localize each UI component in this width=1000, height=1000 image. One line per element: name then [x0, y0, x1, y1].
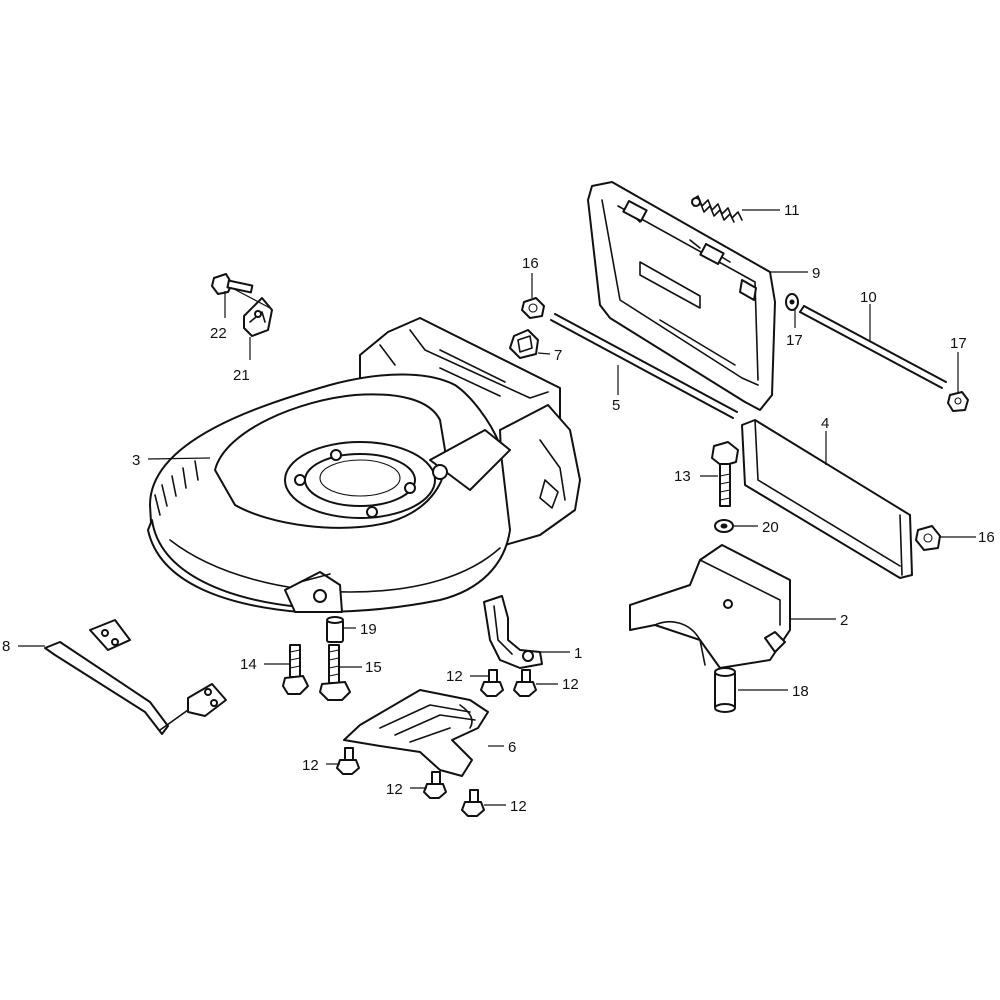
- callout-21: 21: [233, 367, 250, 384]
- rear-flap-part-9: [587, 181, 776, 411]
- bolt-part-22: [211, 273, 254, 295]
- callout-7: 7: [554, 347, 562, 364]
- callout-22: 22: [210, 325, 227, 342]
- callout-6: 6: [508, 739, 516, 756]
- callout-12-e: 12: [510, 798, 527, 815]
- callout-15: 15: [365, 659, 382, 676]
- spring-part-11: [691, 195, 743, 223]
- callout-20: 20: [762, 519, 779, 536]
- flange-bolt-part-12-d: [423, 771, 447, 799]
- callout-12-a: 12: [446, 668, 463, 685]
- callout-12-b: 12: [562, 676, 579, 693]
- callout-8: 8: [2, 638, 10, 655]
- flange-bolt-part-12-a: [480, 669, 504, 697]
- bolt-part-14: [282, 644, 309, 695]
- callout-16-upper: 16: [522, 255, 539, 272]
- callout-3: 3: [132, 452, 140, 469]
- mower-deck-part-3: [147, 317, 581, 613]
- callout-labels: 3 22 21 16 7 5 11 9 17 10 17 4 13 20 16 …: [2, 202, 995, 815]
- callout-4: 4: [821, 415, 829, 432]
- bracket-part-1: [483, 595, 543, 669]
- flap-rod-part-10: [799, 305, 947, 389]
- callout-14: 14: [240, 656, 257, 673]
- flange-bolt-part-12-b: [513, 669, 537, 697]
- washer-part-17-left: [785, 293, 799, 311]
- chute-guard-part-2: [629, 544, 791, 669]
- callout-18: 18: [792, 683, 809, 700]
- callout-12-d: 12: [386, 781, 403, 798]
- washer-part-17-right: [947, 391, 969, 412]
- callout-11: 11: [784, 202, 800, 219]
- bolt-part-15: [319, 644, 351, 701]
- callout-9: 9: [812, 265, 820, 282]
- grommet-part-7: [509, 329, 539, 359]
- callout-16-right: 16: [978, 529, 995, 546]
- callout-10: 10: [860, 289, 877, 306]
- callout-13: 13: [674, 468, 691, 485]
- callout-17-right: 17: [950, 335, 967, 352]
- nut-part-16-upper: [521, 297, 545, 319]
- callout-2: 2: [840, 612, 848, 629]
- bolt-part-13: [711, 441, 739, 507]
- callout-12-c: 12: [302, 757, 319, 774]
- plate-part-6: [343, 689, 489, 777]
- callout-1: 1: [574, 645, 582, 662]
- spacer-part-19: [326, 616, 344, 643]
- callout-19: 19: [360, 621, 377, 638]
- spacer-part-18: [714, 667, 736, 713]
- rod-part-5: [550, 313, 738, 419]
- clip-part-21: [243, 297, 273, 337]
- washer-part-20: [714, 519, 734, 533]
- leader-lines: [18, 209, 976, 806]
- callout-17-left: 17: [786, 332, 803, 349]
- flange-bolt-part-12-e: [461, 789, 485, 817]
- strip-part-4: [741, 419, 913, 579]
- axle-part-8: [44, 619, 227, 735]
- nut-part-16-right: [915, 525, 941, 551]
- callout-5: 5: [612, 397, 620, 414]
- flange-bolt-part-12-c: [336, 747, 360, 775]
